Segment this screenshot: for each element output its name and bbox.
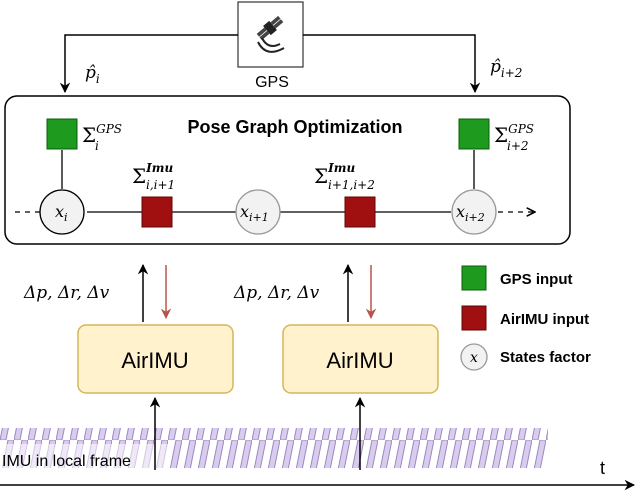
airimu-block-right: AirIMU [282, 324, 439, 394]
gps-factor-left-label: ΣGPS [82, 122, 122, 147]
legend: GPS input AirIMU input x States factor [460, 265, 591, 371]
gps-measurement-right: p̂i+2 [490, 57, 522, 80]
svg-text:AirIMU: AirIMU [326, 348, 393, 373]
gps-factor-left-sub: i [95, 139, 99, 153]
legend-swatch-state [460, 343, 488, 371]
airimu-block-left: AirIMU [77, 324, 234, 394]
legend-swatch-airimu [461, 305, 487, 331]
airimu-connections [137, 263, 377, 322]
imu-factor-left-label: ΣImu [132, 161, 173, 188]
time-axis-label: t [600, 458, 605, 478]
svg-text:xi+1: xi+1 [240, 202, 269, 224]
legend-label-state: States factor [500, 349, 591, 366]
imu-factor-left-sub: i,i+1 [146, 178, 175, 192]
state-node-i-plus-1: xi+1 [235, 189, 281, 235]
svg-text:AirIMU: AirIMU [121, 348, 188, 373]
gps-factor-right-sub: i+2 [507, 139, 529, 153]
gps-label: GPS [255, 74, 289, 91]
airimu-output-right: Δp, Δr, Δv [233, 283, 320, 303]
imu-input-arrows [149, 396, 366, 470]
legend-state-symbol: x [470, 350, 478, 366]
gps-factor-left [46, 118, 78, 150]
gps-branch-arrows [59, 34, 481, 94]
state-node-i-plus-2: xi+2 [451, 189, 497, 235]
state-node-i: xi [39, 189, 85, 235]
imu-input-label: IMU in local frame [2, 453, 131, 470]
imu-factor-right [344, 196, 376, 228]
svg-text:xi: xi [55, 202, 68, 224]
airimu-output-left: Δp, Δr, Δv [23, 283, 110, 303]
imu-factor-left [141, 196, 173, 228]
legend-swatch-gps [461, 265, 487, 291]
gps-source: GPS [237, 1, 304, 91]
legend-label-airimu: AirIMU input [500, 311, 589, 328]
satellite-icon [256, 15, 284, 41]
gps-measurement-left: p̂i [85, 63, 100, 86]
pose-graph-title: Pose Graph Optimization [187, 117, 402, 137]
legend-label-gps: GPS input [500, 271, 573, 288]
imu-factor-right-label: ΣImu [314, 161, 355, 188]
svg-text:xi+2: xi+2 [456, 202, 485, 224]
imu-factor-right-sub: i+1,i+2 [328, 178, 375, 192]
gps-factor-right-label: ΣGPS [494, 122, 534, 147]
gps-factor-right [458, 118, 490, 150]
